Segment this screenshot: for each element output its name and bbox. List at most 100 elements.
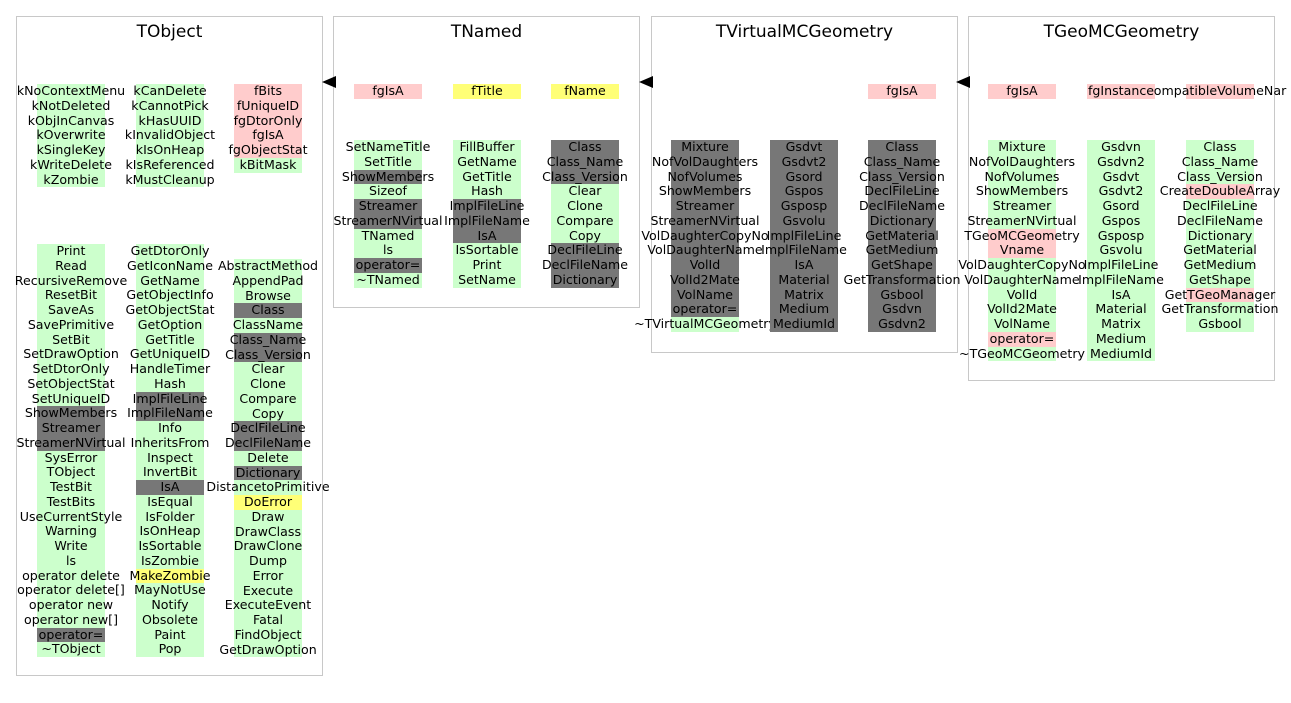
entry-background xyxy=(136,480,204,495)
entry-label: ~TVirtualMCGeometry xyxy=(634,316,776,331)
method-entry: Hash xyxy=(136,376,204,392)
data-member: fBits xyxy=(234,83,302,99)
entry-background xyxy=(1087,199,1155,214)
entry-background xyxy=(354,258,422,273)
method-entry: ShowMembers xyxy=(976,183,1068,199)
entry-label: Sizeof xyxy=(369,183,407,199)
entry-background xyxy=(988,331,1056,347)
method-entry: Obsolete xyxy=(136,612,204,628)
method-entry: InheritsFrom xyxy=(131,435,209,451)
method-entry: GetDtorOnly xyxy=(131,243,209,259)
entry-background xyxy=(1186,272,1254,288)
entry-background xyxy=(453,184,521,199)
entry-background xyxy=(136,332,204,348)
entry-background xyxy=(551,228,619,244)
entry-background xyxy=(37,317,105,333)
entry-label: VolName xyxy=(677,286,733,302)
entry-background xyxy=(37,347,105,362)
method-entry: Draw xyxy=(234,509,302,525)
entry-label: Gsposp xyxy=(1097,227,1145,243)
method-entry: Streamer xyxy=(37,420,105,436)
entry-background xyxy=(1087,302,1155,317)
entry-label: SetObjectStat xyxy=(27,375,115,391)
entry-label: Streamer xyxy=(992,198,1052,213)
entry-background xyxy=(1186,243,1254,258)
entry-background xyxy=(234,480,302,495)
entry-background xyxy=(37,450,105,466)
method-entry: ~TVirtualMCGeometry xyxy=(634,316,776,332)
method-entry: ImplFileName xyxy=(1078,272,1164,288)
entry-label: Class_Version xyxy=(225,346,311,362)
entry-background xyxy=(234,362,302,377)
entry-background xyxy=(136,303,204,318)
entry-label: StreamerNVirtual xyxy=(16,434,126,450)
entry-background xyxy=(354,84,422,99)
entry-label: Gsdvt xyxy=(1102,168,1140,184)
entry-background xyxy=(1087,84,1155,99)
entry-label: UseCurrentStyle xyxy=(19,508,123,524)
method-entry: ImplFileLine xyxy=(1084,257,1158,273)
entry-background xyxy=(1087,213,1155,229)
entry-background xyxy=(136,524,204,539)
data-member: kNotDeleted xyxy=(32,98,110,114)
entry-label: Inspect xyxy=(147,449,193,465)
method-entry: Copy xyxy=(551,228,619,244)
entry-background xyxy=(234,288,302,304)
method-entry: VolId2Mate xyxy=(670,272,740,288)
entry-label: GetObjectInfo xyxy=(126,287,214,303)
entry-background xyxy=(234,259,302,274)
entry-label: Class_Name xyxy=(863,153,941,169)
entry-background xyxy=(136,288,204,303)
entry-background xyxy=(234,524,302,540)
entry-label: Dictionary xyxy=(869,212,935,228)
entry-background xyxy=(988,184,1056,199)
method-entry: Gsdvt xyxy=(1087,168,1155,185)
method-entry: Class_Name xyxy=(1182,154,1258,170)
entry-background xyxy=(234,421,302,436)
entry-background xyxy=(453,228,521,244)
method-entry: Browse xyxy=(234,288,302,304)
entry-label: kHasUUID xyxy=(138,112,202,128)
entry-label: Gspos xyxy=(1101,212,1141,228)
method-entry: Gsvolu xyxy=(770,213,838,229)
entry-background xyxy=(1087,346,1155,362)
method-entry: Matrix xyxy=(1087,316,1155,332)
entry-background xyxy=(551,84,619,99)
method-entry: IsA xyxy=(1087,287,1155,303)
method-entry: ImplFileLine xyxy=(450,198,524,214)
entry-label: Class_Version xyxy=(542,168,628,184)
entry-label: fgIsA xyxy=(886,83,918,98)
entry-label: ompatibleVolumeNar xyxy=(1153,83,1287,98)
method-entry: MediumId xyxy=(770,316,838,332)
entry-background xyxy=(136,421,204,436)
entry-label: GetName xyxy=(457,153,517,169)
data-member: kIsReferenced xyxy=(126,157,214,173)
entry-label: operator delete[] xyxy=(17,582,125,598)
entry-label: kInvalidObject xyxy=(124,127,216,143)
entry-label: GetMaterial xyxy=(1183,242,1257,258)
entry-label: GetIconName xyxy=(127,257,213,273)
entry-label: Gsdvn2 xyxy=(1097,153,1145,169)
method-entry: SetUniqueID xyxy=(32,391,110,407)
entry-background xyxy=(136,598,204,613)
entry-background xyxy=(868,169,936,185)
entry-background xyxy=(770,228,838,244)
entry-label: HandleTimer xyxy=(129,361,211,376)
data-member: kObjInCanvas xyxy=(28,113,114,129)
entry-background xyxy=(551,140,619,155)
entry-background xyxy=(37,539,105,554)
entry-background xyxy=(234,347,302,363)
entry-label: SetDrawOption xyxy=(23,346,119,362)
entry-label: Gsbool xyxy=(880,286,924,302)
method-entry: TestBits xyxy=(37,494,105,510)
entry-label: kZombie xyxy=(43,171,99,187)
data-member: kZombie xyxy=(37,171,105,188)
method-entry: Print xyxy=(37,243,105,259)
entry-label: Material xyxy=(778,271,830,287)
method-entry: VolId xyxy=(671,257,739,273)
method-entry: VolId2Mate xyxy=(987,301,1057,317)
inheritance-arrow-icon xyxy=(956,76,970,88)
entry-label: Dictionary xyxy=(235,464,301,480)
